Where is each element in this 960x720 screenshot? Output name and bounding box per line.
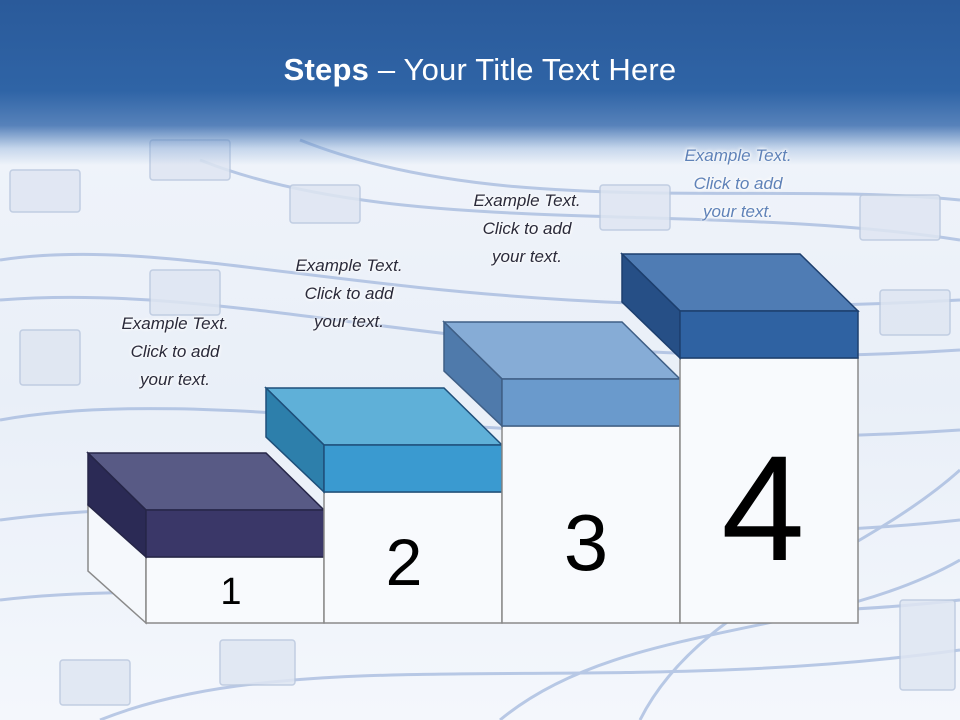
step-3-number: 3 [564, 498, 609, 587]
step-1-number: 1 [220, 571, 241, 613]
step-1-block[interactable]: 1 [86, 451, 326, 625]
slide-title[interactable]: Steps – Your Title Text Here [0, 52, 960, 88]
step-1-line-2: Click to add [130, 342, 220, 361]
step-1-line-3: your text. [140, 370, 210, 389]
step-3-line-1: Example Text. [473, 191, 581, 210]
step-4-block[interactable]: 4 [620, 252, 860, 624]
step-3-line-2: Click to add [482, 219, 572, 238]
step-3-line-3: your text. [492, 247, 562, 266]
step-4-line-3: your text. [703, 202, 773, 221]
step-1-text[interactable]: Example Text. Click to add your text. [85, 310, 265, 394]
step-4-number: 4 [721, 424, 804, 592]
title-bold: Steps [283, 52, 370, 87]
step-4-text[interactable]: Example Text. Click to add your text. [648, 142, 828, 226]
step-2-text[interactable]: Example Text. Click to add your text. [259, 252, 439, 336]
step-2-line-2: Click to add [304, 284, 394, 303]
title-rest: – Your Title Text Here [369, 52, 677, 87]
step-3-text[interactable]: Example Text. Click to add your text. [437, 187, 617, 271]
title-banner [0, 0, 960, 165]
step-1-line-1: Example Text. [121, 314, 229, 333]
step-2-number: 2 [386, 525, 423, 599]
step-4-line-1: Example Text. [684, 146, 792, 165]
step-2-block[interactable]: 2 [264, 386, 504, 624]
step-4-line-2: Click to add [693, 174, 783, 193]
step-2-line-1: Example Text. [295, 256, 403, 275]
step-2-line-3: your text. [314, 312, 384, 331]
